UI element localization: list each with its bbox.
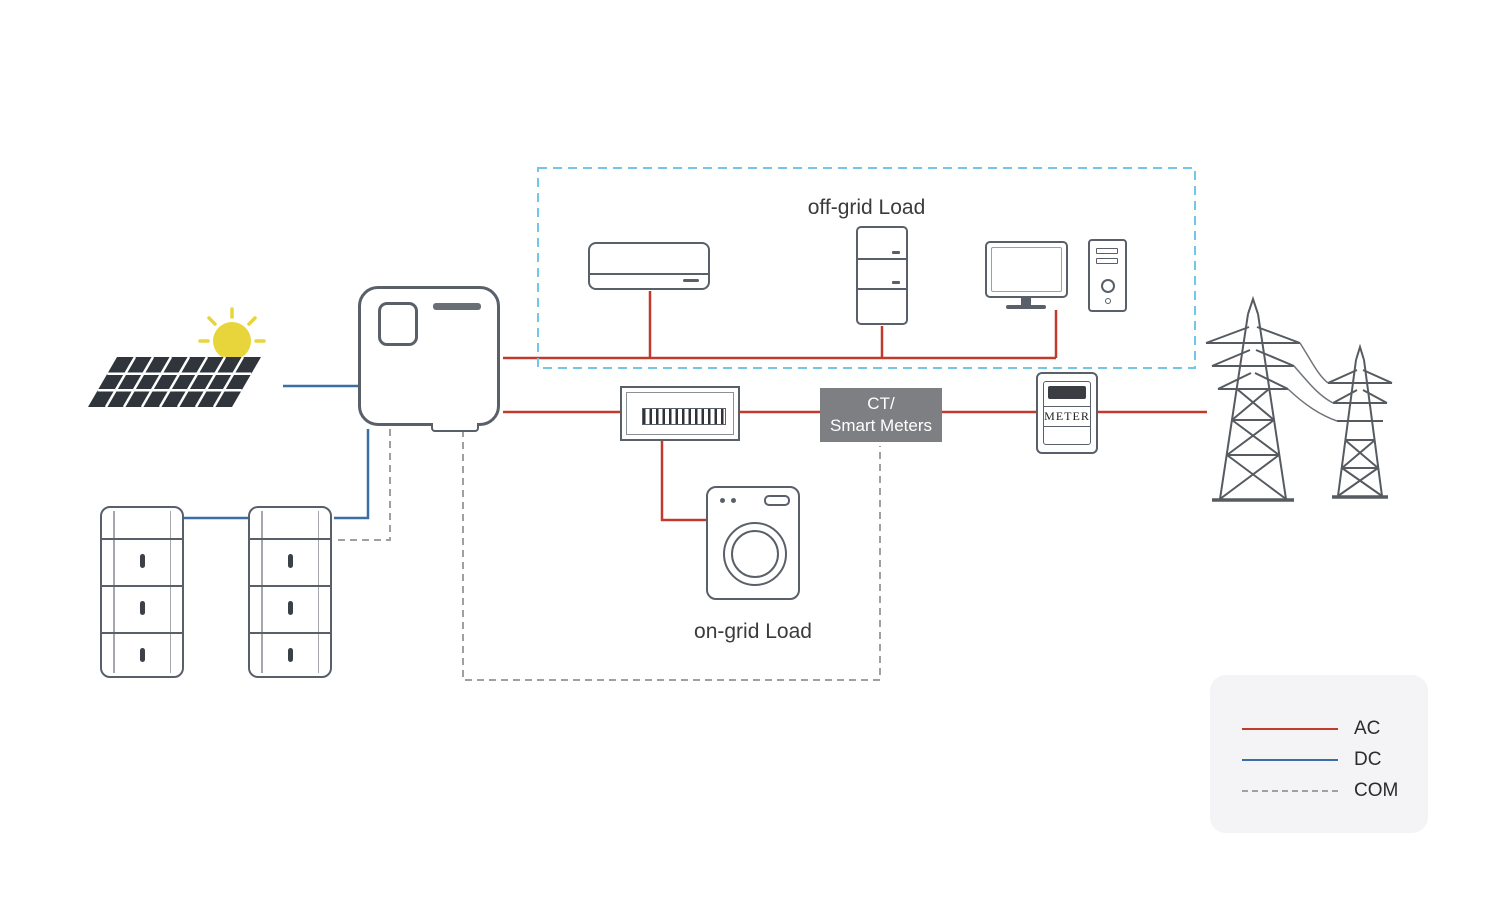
fridge-divider (858, 258, 906, 260)
battery-divider (102, 585, 182, 587)
monitor-icon (985, 241, 1068, 298)
legend-item-com: COM (1242, 779, 1408, 803)
pc-power-button (1101, 279, 1115, 293)
dc-wires (184, 384, 370, 520)
legend-label-com: COM (1354, 780, 1399, 801)
solar-panel-icon (88, 356, 261, 408)
com-line-sample (1242, 790, 1338, 792)
dc-line-sample (1242, 759, 1338, 761)
meter-label: METER (1044, 406, 1090, 427)
battery-led (287, 554, 293, 568)
meter-frame: METER (1043, 381, 1091, 445)
battery-stack-icon-1 (100, 506, 184, 678)
battery-seam (261, 511, 263, 673)
legend: AC DC COM (1210, 675, 1428, 833)
inverter-vent (433, 303, 481, 310)
legend-item-ac: AC (1242, 717, 1408, 741)
distribution-box-icon (620, 386, 740, 441)
distribution-box-frame (626, 392, 734, 435)
off-grid-zone-border (537, 167, 1196, 369)
energy-meter-icon: METER (1036, 372, 1098, 454)
washer-drum (723, 522, 787, 586)
computer-icon (985, 239, 1128, 315)
ct-box-line2: Smart Meters (829, 416, 933, 435)
inverter-foot (431, 423, 479, 432)
washer-drum-inner (731, 530, 779, 578)
monitor-screen (991, 247, 1062, 292)
monitor-stand (1021, 298, 1031, 305)
fridge-divider (858, 288, 906, 290)
washer-drawer (764, 495, 790, 506)
battery-divider (102, 632, 182, 634)
ac-panel-line (590, 273, 708, 275)
battery-seam (317, 511, 319, 673)
inverter-icon (358, 286, 500, 432)
washer-knob (731, 498, 736, 503)
refrigerator-icon (856, 226, 908, 325)
air-conditioner-icon (588, 242, 710, 290)
com-wires (334, 429, 881, 681)
meter-display (1048, 386, 1086, 399)
ac-vent-slot (683, 279, 699, 282)
pc-drive-slot (1096, 258, 1118, 264)
legend-label-ac: AC (1354, 718, 1381, 739)
transmission-tower-icon (1205, 295, 1393, 502)
ac-wires (503, 291, 1207, 522)
battery-divider (102, 538, 182, 540)
on-grid-load-label: on-grid Load (694, 620, 812, 643)
fridge-handle (892, 281, 900, 284)
battery-divider (250, 585, 330, 587)
pc-led (1105, 298, 1111, 304)
battery-led (139, 601, 145, 615)
fridge-handle (892, 251, 900, 254)
legend-label-dc: DC (1354, 749, 1382, 770)
battery-led (139, 554, 145, 568)
monitor-stand-base (1006, 305, 1046, 309)
battery-stack-icon-2 (248, 506, 332, 678)
legend-item-dc: DC (1242, 748, 1408, 772)
ac-line-sample (1242, 728, 1338, 730)
off-grid-load-label: off-grid Load (807, 196, 926, 219)
battery-led (287, 601, 293, 615)
inverter-display (378, 302, 418, 346)
ct-smart-meter-box: CT/ Smart Meters (820, 388, 942, 442)
washer-knob (720, 498, 725, 503)
ct-box-line1: CT/ (867, 393, 895, 413)
battery-divider (250, 632, 330, 634)
battery-seam (169, 511, 171, 673)
battery-divider (250, 538, 330, 540)
pc-drive-slot (1096, 248, 1118, 254)
sun-icon (198, 307, 266, 360)
battery-led (139, 648, 145, 662)
battery-led (287, 648, 293, 662)
washing-machine-icon (706, 486, 800, 600)
breaker-row (642, 408, 726, 425)
battery-seam (113, 511, 115, 673)
pc-tower-icon (1088, 239, 1127, 312)
